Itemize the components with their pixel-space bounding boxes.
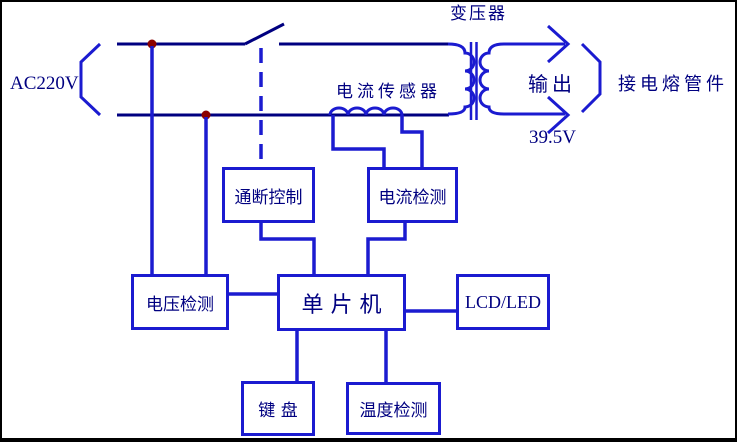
switch-icon — [244, 22, 285, 46]
block-keyboard-label: 键 盘 — [258, 401, 298, 421]
label-transformer: 变压器 — [450, 4, 507, 24]
label-output-voltage: 39.5V — [529, 127, 576, 148]
sensor-link-left — [331, 115, 386, 167]
label-ac-input: AC220V — [10, 73, 79, 94]
block-onoff-control-label: 通断控制 — [234, 187, 303, 208]
label-current-sensor: 电流传感器 — [336, 82, 441, 102]
inductor-coil-icon — [328, 106, 404, 116]
block-temp-detect-label: 温度检测 — [359, 401, 428, 421]
block-voltage-detect-label: 电压检测 — [146, 294, 214, 315]
label-load: 接电熔管件 — [618, 74, 728, 95]
onoff-to-mcu-link — [259, 223, 316, 274]
brace-icon-output — [580, 42, 602, 114]
block-temp-detect: 温度检测 — [346, 382, 441, 435]
junction-dot-top — [147, 39, 157, 49]
brace-icon-input — [79, 42, 102, 117]
arrow-right-icon-top — [546, 24, 571, 64]
block-display-label: LCD/LED — [465, 291, 541, 312]
transformer-icon-primary — [447, 42, 476, 116]
arrow-right-icon-bottom — [546, 95, 571, 135]
block-display: LCD/LED — [456, 274, 550, 330]
block-onoff-control: 通断控制 — [222, 167, 315, 223]
label-output: 输出 — [528, 72, 576, 96]
block-voltage-detect: 电压检测 — [131, 274, 229, 330]
sensor-link-right — [400, 115, 424, 167]
block-current-detect: 电流检测 — [367, 167, 458, 223]
block-current-detect-label: 电流检测 — [378, 187, 447, 208]
block-mcu: 单 片 机 — [277, 274, 406, 331]
current-to-mcu-link — [366, 223, 407, 274]
block-mcu-label: 单 片 机 — [301, 292, 382, 318]
transformer-icon-core — [469, 42, 478, 120]
transformer-icon-secondary — [478, 42, 505, 116]
junction-dot-bottom — [201, 110, 211, 120]
block-keyboard: 键 盘 — [241, 381, 315, 436]
